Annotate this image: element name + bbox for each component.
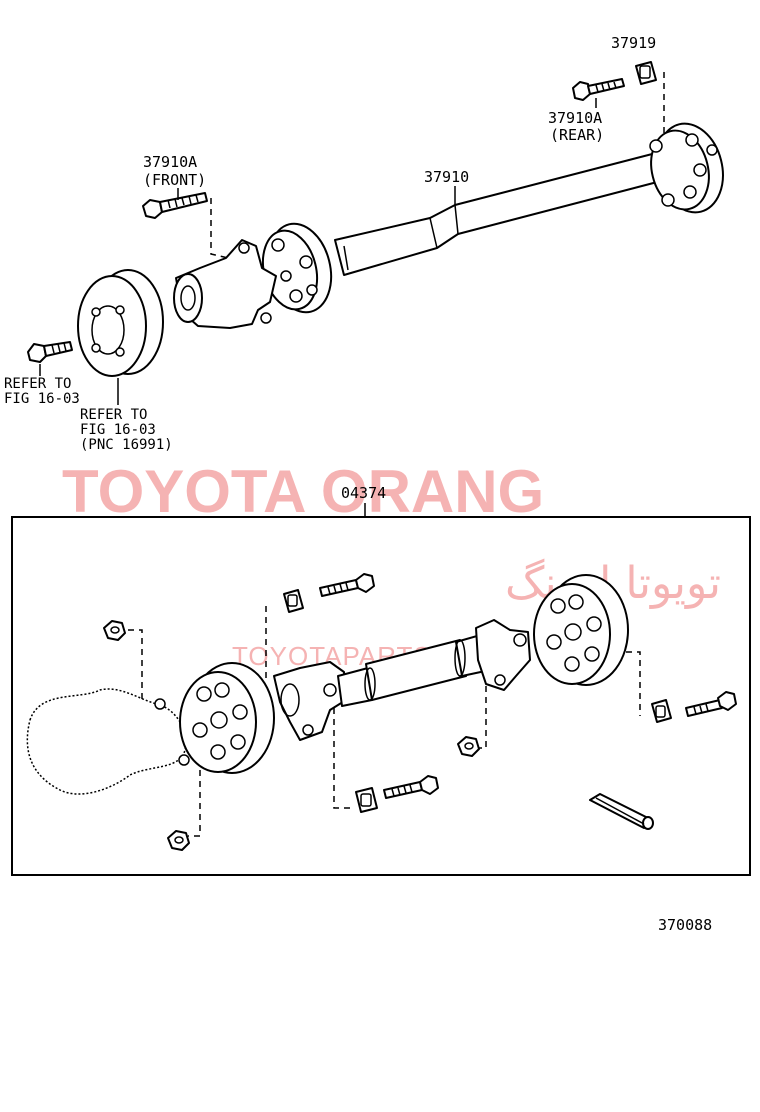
front-bolt-dash: [210, 198, 229, 259]
kit-dash-rear-flange: [476, 686, 487, 749]
figure-number: 370088: [658, 916, 712, 934]
kit-flange-silhouette: [26, 688, 187, 795]
label-37910a-front: 37910A: [143, 153, 197, 171]
kit-dash-rear-disc: [626, 651, 641, 716]
label-refer-pulley-1: REFER TO: [80, 407, 147, 423]
label-04374: 04374: [341, 484, 386, 502]
kit-dash-center-mid: [333, 708, 352, 809]
label-front-note: (FRONT): [143, 171, 206, 189]
kit-nut-top-left: [103, 620, 126, 641]
label-refer-pulley-2: FIG 16-03: [80, 422, 156, 438]
kit-nut-center-top: [283, 589, 304, 613]
kit-box: [11, 516, 751, 876]
rear-bolt: [572, 78, 625, 101]
kit-bolt-rear: [685, 691, 737, 717]
front-bolt: [142, 192, 208, 219]
label-37910: 37910: [424, 168, 469, 186]
label-refer-bolt-1: REFER TO: [4, 376, 71, 392]
kit-rear-flex-disc: [533, 574, 629, 686]
propeller-shaft-tube: [334, 151, 666, 276]
label-37910a-rear: 37910A: [548, 109, 602, 127]
rear-flex-coupling: [649, 122, 724, 214]
kit-nut-bottom-left: [167, 830, 190, 851]
kit-front-flex-disc: [179, 662, 275, 774]
watermark-main: TOYOTA ORANG: [62, 458, 544, 525]
label-refer-pulley-3: (PNC 16991): [80, 437, 173, 453]
kit-center-flange: [273, 661, 347, 741]
rear-nut: [635, 61, 657, 85]
kit-rear-flange: [475, 619, 531, 691]
kit-dash-top-left: [128, 629, 143, 700]
kit-grease-tube: [589, 793, 654, 830]
front-yoke-flange: [173, 239, 277, 329]
kit-nut-middle: [457, 736, 480, 757]
crank-pulley: [77, 269, 164, 377]
kit-nut-rear: [651, 699, 672, 723]
label-rear-note: (REAR): [550, 126, 604, 144]
front-shaft-coupling: [261, 222, 333, 314]
kit-flange-hole: [154, 698, 166, 710]
kit-flange-hole-2: [178, 754, 190, 766]
label-refer-bolt-2: FIG 16-03: [4, 391, 80, 407]
pulley-bolt: [27, 341, 73, 363]
kit-dash-front-disc: [188, 770, 201, 837]
kit-bolt-center-bottom: [383, 775, 439, 799]
kit-nut-center-bottom: [355, 787, 378, 813]
label-37919: 37919: [611, 34, 656, 52]
kit-bolt-center-top: [319, 573, 375, 597]
